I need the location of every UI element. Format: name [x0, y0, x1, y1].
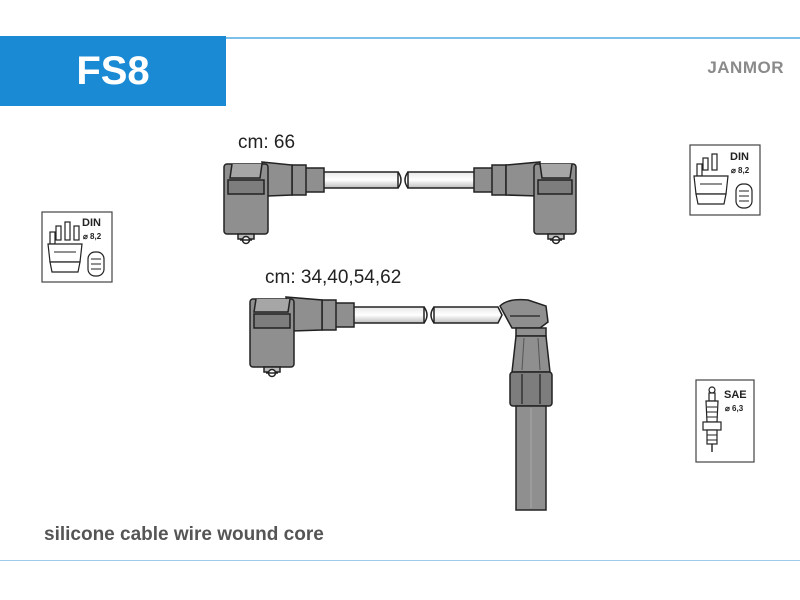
cable-1-boot-right: [473, 161, 577, 245]
header-rule: [226, 37, 800, 39]
footer-rule: [0, 560, 800, 561]
spark-plug-icon: [702, 386, 722, 452]
distributor-box-right: DIN ⌀ 8,2: [689, 144, 761, 216]
cable-1-break-left: [397, 171, 402, 189]
brand-name: JANMOR: [707, 58, 784, 77]
product-code: FS8: [76, 49, 150, 93]
spark-plug-standard: SAE: [724, 389, 747, 401]
cable-2-break-left: [423, 306, 428, 324]
cable-2-wire-right: [433, 306, 503, 324]
cable-2-break-right: [430, 306, 435, 324]
distributor-left-diameter: ⌀ 8,2: [83, 232, 102, 241]
distributor-left-standard: DIN: [82, 217, 101, 229]
spark-plug-box: SAE ⌀ 6,3: [695, 379, 755, 463]
distributor-cap-icon: [693, 153, 729, 205]
distributor-box-left: DIN ⌀ 8,2: [41, 211, 113, 283]
cable-2-length-label: cm: 34,40,54,62: [265, 267, 402, 288]
cable-1-length-label: cm: 66: [238, 132, 296, 153]
cable-1-break-right: [404, 171, 409, 189]
cable-description: silicone cable wire wound core: [44, 524, 324, 545]
connector-terminal-icon: [735, 183, 753, 209]
connector-terminal-icon: [87, 251, 105, 277]
cable-2-boot-left: [249, 296, 355, 378]
cable-1-wire-left: [321, 171, 399, 189]
spark-plug-diameter: ⌀ 6,3: [725, 404, 744, 413]
distributor-right-standard: DIN: [730, 151, 749, 163]
code-tab: [0, 36, 226, 106]
cable-1-boot-left: [223, 161, 325, 245]
cable-2: [249, 296, 553, 511]
cable-2-wire-left: [351, 306, 425, 324]
distributor-right-diameter: ⌀ 8,2: [731, 166, 750, 175]
cable-2-boot-right: [499, 298, 553, 511]
cable-1-wire-right: [407, 171, 477, 189]
cable-1: [223, 161, 577, 245]
distributor-cap-icon: [47, 221, 83, 273]
